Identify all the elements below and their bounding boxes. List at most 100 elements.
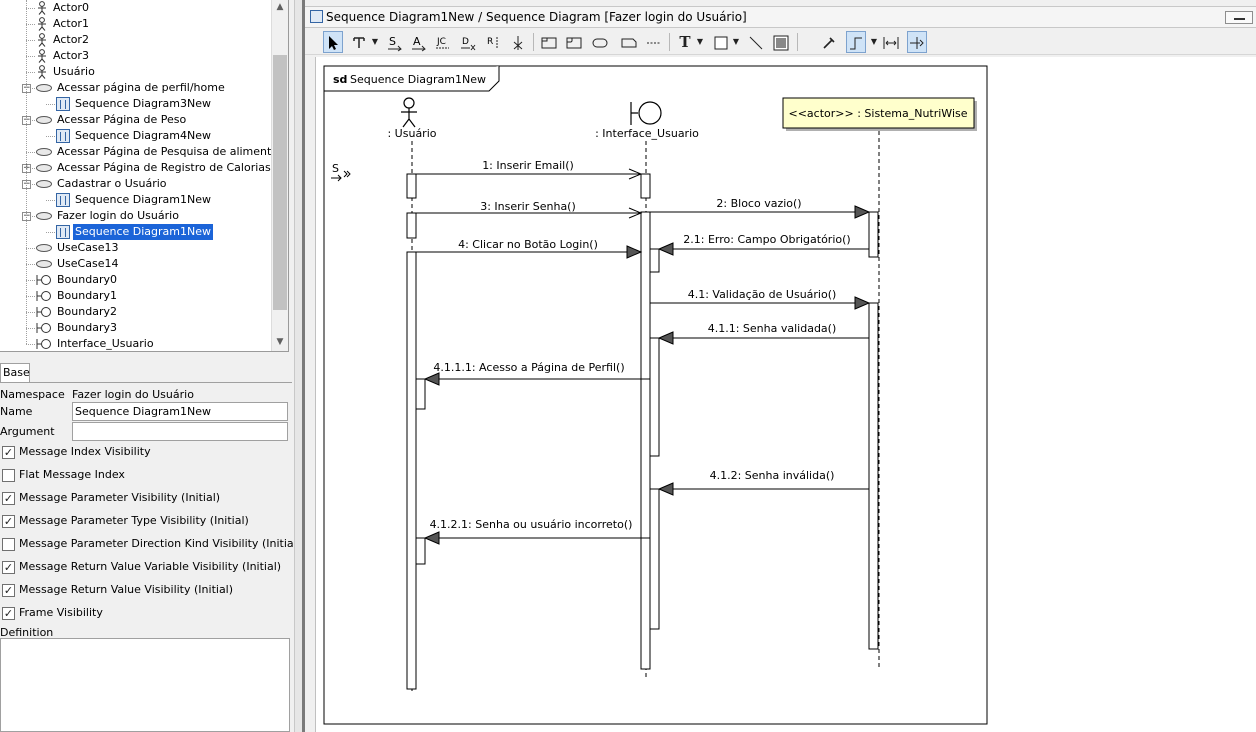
create-message-tool-icon[interactable]: A <box>409 31 429 53</box>
diagram-canvas[interactable]: sd Sequence Diagram1New : Usuário : Inte… <box>315 57 1256 732</box>
lifeline-usuario-name: : Usuário <box>387 127 436 140</box>
usecase-icon <box>36 244 52 252</box>
tree-item[interactable]: Boundary0 <box>36 272 119 288</box>
activation-bar <box>406 212 417 239</box>
tree-item[interactable]: Sequence Diagram1New <box>56 224 213 240</box>
interaction-use-tool-icon[interactable] <box>564 31 584 53</box>
connector-style-dropdown-icon[interactable]: ▼ <box>870 37 878 46</box>
svg-text:S: S <box>332 162 339 175</box>
found-message-tool-icon[interactable]: R <box>483 31 503 53</box>
tree-item[interactable]: Fazer login do Usuário <box>36 208 181 224</box>
text-tool-dropdown-icon[interactable]: ▼ <box>696 37 704 46</box>
toggle-tool-icon[interactable] <box>907 31 927 53</box>
checkbox-checked[interactable]: ✓ <box>2 583 15 597</box>
text-tool-icon[interactable]: T <box>679 33 691 51</box>
checkbox-label: Message Parameter Visibility (Initial) <box>19 491 221 504</box>
name-field[interactable] <box>72 402 288 421</box>
usecase-icon <box>36 180 52 188</box>
found-message-icon[interactable]: S <box>331 162 351 182</box>
note-tool-dropdown-icon[interactable]: ▼ <box>371 37 379 46</box>
fit-tool-icon[interactable] <box>881 31 901 53</box>
checkbox-unchecked[interactable] <box>2 468 15 482</box>
gate-tool-icon[interactable] <box>644 31 664 53</box>
message-2[interactable]: 2: Bloco vazio() <box>650 197 871 219</box>
message-1[interactable]: 1: Inserir Email() <box>416 159 643 180</box>
combined-fragment-tool-icon[interactable] <box>539 31 559 53</box>
message-label: 4.1.1.1: Acesso a Página de Perfil() <box>433 361 624 374</box>
definition-label: Definition <box>0 626 54 639</box>
property-checkbox-row[interactable]: ✓Message Return Value Visibility (Initia… <box>0 582 233 598</box>
message-4-1[interactable]: 4.1: Validação de Usuário() <box>650 288 871 310</box>
tree-scrollbar[interactable]: ▲ ▼ <box>271 0 288 351</box>
tree-scroll-thumb[interactable] <box>273 55 287 310</box>
tree-item[interactable]: Cadastrar o Usuário <box>36 176 169 192</box>
properties-panel: Base Namespace Fazer login do Usuário Na… <box>0 362 301 732</box>
scroll-up-icon[interactable]: ▲ <box>276 2 284 12</box>
message-2-1[interactable]: 2.1: Erro: Campo Obrigatório() <box>657 233 869 256</box>
pin-tool-icon[interactable] <box>819 31 839 53</box>
lifeline-sistema-nutriwise[interactable]: <<actor>> : Sistema_NutriWise <box>782 97 977 667</box>
tree-item[interactable]: Actor0 <box>36 0 91 16</box>
scroll-down-icon[interactable]: ▼ <box>276 337 284 347</box>
reply-message-tool-icon[interactable]: JC <box>433 31 453 53</box>
tree-item[interactable]: UseCase13 <box>36 240 120 256</box>
tree-item[interactable]: Actor1 <box>36 16 91 32</box>
note-tool-icon[interactable] <box>349 31 369 53</box>
checkbox-checked[interactable]: ✓ <box>2 445 15 459</box>
message-4-1-1-1[interactable]: 4.1.1.1: Acesso a Página de Perfil() <box>423 361 650 386</box>
property-checkbox-row[interactable]: ✓Frame Visibility <box>0 605 103 621</box>
panel-splitter[interactable] <box>294 0 302 732</box>
property-checkbox-row[interactable]: ✓ Message Parameter Visibility (Initial) <box>0 490 220 506</box>
argument-field[interactable] <box>72 422 288 441</box>
tree-item[interactable]: Usuário <box>36 64 97 80</box>
tree-item[interactable]: Boundary1 <box>36 288 119 304</box>
tree-item[interactable]: UseCase14 <box>36 256 120 272</box>
boundary-icon <box>36 306 52 318</box>
tree-item[interactable]: Sequence Diagram1New <box>56 192 213 208</box>
message-4[interactable]: 4: Clicar no Botão Login() <box>416 238 643 259</box>
tree-item[interactable]: Acessar página de perfil/home <box>36 80 227 96</box>
destroy-message-tool-icon[interactable]: D <box>458 31 478 53</box>
property-checkbox-row[interactable]: ✓Message Return Value Variable Visibilit… <box>0 559 281 575</box>
checkbox-checked[interactable]: ✓ <box>2 514 15 528</box>
property-checkbox-row[interactable]: Flat Message Index <box>0 467 125 483</box>
tree-item[interactable]: Boundary3 <box>36 320 119 336</box>
rectangle-tool-dropdown-icon[interactable]: ▼ <box>732 37 740 46</box>
checkbox-checked[interactable]: ✓ <box>2 606 15 620</box>
state-invariant-tool-icon[interactable] <box>590 31 610 53</box>
tree-item[interactable]: Actor2 <box>36 32 91 48</box>
message-4-1-2[interactable]: 4.1.2: Senha inválida() <box>657 469 869 496</box>
message-tool-icon[interactable]: S <box>385 31 405 53</box>
checkbox-unchecked[interactable] <box>2 537 15 551</box>
property-checkbox-row[interactable]: Message Parameter Direction Kind Visibil… <box>0 536 301 552</box>
sequence-diagram[interactable]: sd Sequence Diagram1New : Usuário : Inte… <box>316 57 1256 732</box>
property-checkbox-row[interactable]: ✓Message Parameter Type Visibility (Init… <box>0 513 249 529</box>
definition-textarea[interactable] <box>0 638 290 732</box>
rectangle-tool-icon[interactable] <box>711 31 731 53</box>
property-checkbox-row[interactable]: ✓Message Index Visibility <box>0 444 151 460</box>
select-tool-icon[interactable] <box>323 31 343 53</box>
message-4-1-2-1[interactable]: 4.1.2.1: Senha ou usuário incorreto() <box>423 518 650 545</box>
connector-style-tool-icon[interactable] <box>846 31 866 53</box>
tree-item[interactable]: Sequence Diagram4New <box>56 128 213 144</box>
tree-item[interactable]: Acessar Página de Peso <box>36 112 188 128</box>
tree-item[interactable]: Acessar Página de Registro de Calorias <box>36 160 273 176</box>
tree-item[interactable]: Actor3 <box>36 48 91 64</box>
line-tool-icon[interactable] <box>746 31 766 53</box>
checkbox-checked[interactable]: ✓ <box>2 560 15 574</box>
message-3[interactable]: 3: Inserir Senha() <box>416 200 643 219</box>
tree-item[interactable]: Boundary2 <box>36 304 119 320</box>
continuation-tool-icon[interactable] <box>619 31 639 53</box>
tree-item[interactable]: Sequence Diagram3New <box>56 96 213 112</box>
splitter-bar[interactable] <box>302 0 305 732</box>
tree-item[interactable]: Interface_Usuario <box>36 336 156 351</box>
tree-item[interactable]: Acessar Página de Pesquisa de alimentos <box>36 144 286 160</box>
message-4-1-1[interactable]: 4.1.1: Senha validada() <box>657 322 869 345</box>
image-tool-icon[interactable] <box>771 31 791 53</box>
activation-bar <box>868 211 879 258</box>
checkbox-checked[interactable]: ✓ <box>2 491 15 505</box>
minimize-button[interactable] <box>1225 11 1253 24</box>
tab-base[interactable]: Base <box>0 363 30 382</box>
stop-tool-icon[interactable] <box>508 31 528 53</box>
